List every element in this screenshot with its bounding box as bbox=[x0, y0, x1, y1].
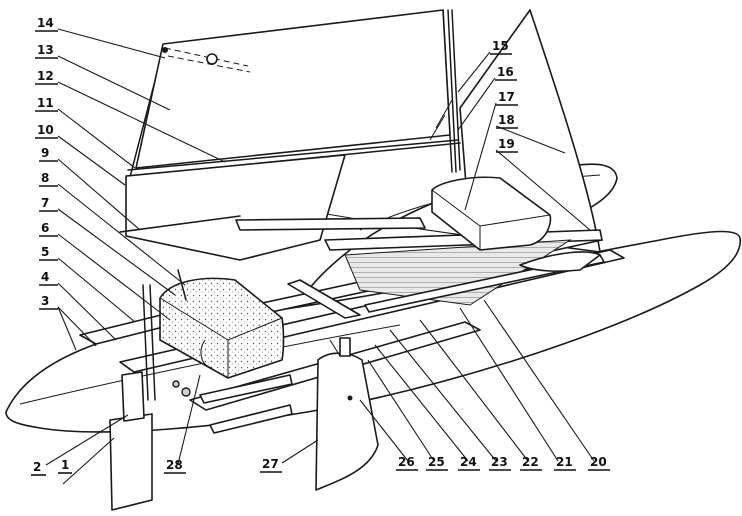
svg-text:2: 2 bbox=[33, 460, 41, 474]
callout-1: 1 bbox=[58, 458, 72, 474]
svg-text:11: 11 bbox=[37, 96, 54, 110]
leeboard bbox=[315, 352, 379, 491]
lower-sail bbox=[125, 154, 346, 261]
rudder-blade bbox=[109, 413, 153, 511]
callout-leaders bbox=[45, 28, 595, 485]
callout-27: 27 bbox=[260, 457, 282, 473]
callout-11: 11 bbox=[35, 96, 58, 112]
callout-12: 12 bbox=[35, 69, 58, 85]
callout-7: 7 bbox=[39, 196, 58, 212]
callout-10: 10 bbox=[35, 123, 58, 139]
callout-24: 24 bbox=[458, 455, 480, 471]
svg-text:9: 9 bbox=[41, 146, 49, 160]
callout-25: 25 bbox=[426, 455, 448, 471]
callout-13: 13 bbox=[35, 43, 58, 59]
callout-15: 15 bbox=[490, 39, 512, 55]
svg-text:8: 8 bbox=[41, 171, 49, 185]
svg-text:21: 21 bbox=[556, 455, 573, 469]
callout-23: 23 bbox=[489, 455, 511, 471]
svg-text:15: 15 bbox=[492, 39, 509, 53]
callout-6: 6 bbox=[39, 221, 58, 237]
svg-text:13: 13 bbox=[37, 43, 54, 57]
svg-text:16: 16 bbox=[497, 65, 514, 79]
callout-2: 2 bbox=[31, 460, 46, 476]
callout-22: 22 bbox=[520, 455, 542, 471]
svg-text:25: 25 bbox=[428, 455, 445, 469]
svg-text:22: 22 bbox=[522, 455, 539, 469]
callout-14: 14 bbox=[35, 16, 58, 32]
svg-text:10: 10 bbox=[37, 123, 54, 137]
svg-text:26: 26 bbox=[398, 455, 415, 469]
callout-21: 21 bbox=[554, 455, 576, 471]
callout-3: 3 bbox=[39, 294, 58, 310]
svg-text:17: 17 bbox=[498, 90, 515, 104]
sail-batten bbox=[162, 47, 251, 73]
svg-text:18: 18 bbox=[498, 113, 515, 127]
callout-5: 5 bbox=[39, 245, 58, 261]
callout-26: 26 bbox=[396, 455, 418, 471]
callout-labels: 14 13 12 11 10 9 8 7 6 5 4 3 2 1 28 27 2… bbox=[31, 16, 610, 476]
svg-text:7: 7 bbox=[41, 196, 49, 210]
storage-container bbox=[159, 277, 285, 379]
callout-8: 8 bbox=[39, 171, 58, 187]
svg-text:3: 3 bbox=[41, 294, 49, 308]
callout-28: 28 bbox=[164, 458, 186, 474]
callout-19: 19 bbox=[496, 137, 518, 153]
callout-16: 16 bbox=[495, 65, 517, 81]
svg-text:12: 12 bbox=[37, 69, 54, 83]
svg-text:1: 1 bbox=[61, 458, 69, 472]
svg-text:5: 5 bbox=[41, 245, 49, 259]
rudder-post bbox=[142, 269, 191, 401]
callout-20: 20 bbox=[588, 455, 610, 471]
svg-text:28: 28 bbox=[166, 458, 183, 472]
callout-4: 4 bbox=[39, 270, 58, 286]
svg-text:24: 24 bbox=[460, 455, 477, 469]
svg-text:4: 4 bbox=[41, 270, 49, 284]
svg-text:19: 19 bbox=[498, 137, 515, 151]
svg-text:14: 14 bbox=[37, 16, 54, 30]
svg-text:20: 20 bbox=[590, 455, 607, 469]
callout-18: 18 bbox=[496, 113, 518, 129]
callout-17: 17 bbox=[496, 90, 518, 106]
svg-text:23: 23 bbox=[491, 455, 508, 469]
main-sail bbox=[135, 9, 451, 169]
seat-box bbox=[431, 176, 552, 251]
svg-text:27: 27 bbox=[262, 457, 279, 471]
svg-text:6: 6 bbox=[41, 221, 49, 235]
oar bbox=[364, 251, 605, 313]
callout-9: 9 bbox=[39, 146, 58, 162]
